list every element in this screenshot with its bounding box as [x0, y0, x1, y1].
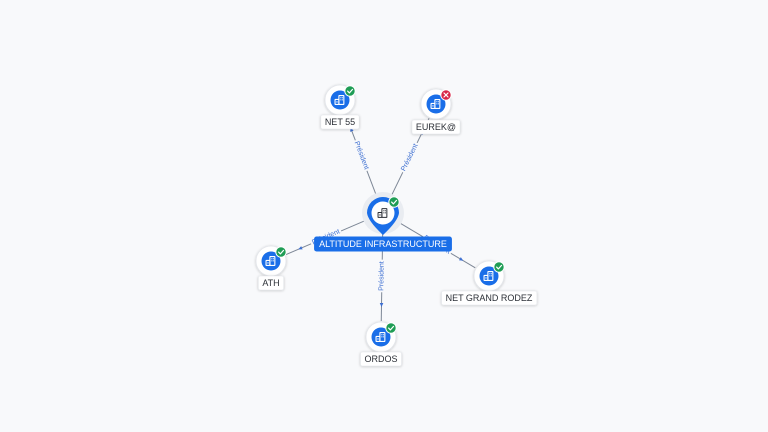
arrow-head-icon — [379, 302, 384, 308]
status-check-badge — [493, 261, 505, 273]
center-label: ALTITUDE INFRASTRUCTURE — [314, 236, 452, 252]
status-check-badge — [344, 85, 356, 97]
node-label-bg — [411, 119, 461, 135]
node-label-bg — [320, 114, 360, 130]
edge-label: Président — [378, 261, 385, 291]
node-label-netgrandrodez: NET GRAND RODEZ — [441, 290, 538, 306]
node-label-ath: ATH — [258, 275, 284, 291]
nodes-layer: NET 55 EUREK@ ATH NET GRAND RODEZ ORDOS ALTIT… — [255, 84, 538, 367]
cross-icon — [443, 92, 449, 98]
arrow-head-icon — [298, 246, 303, 250]
node-netgrandrodez[interactable]: NET GRAND RODEZ — [441, 260, 538, 306]
arrow-head-icon — [458, 257, 464, 261]
center-label-text: ALTITUDE INFRASTRUCTURE — [319, 239, 447, 249]
node-label-bg — [441, 290, 538, 306]
building-icon — [483, 271, 494, 281]
node-label-eurek: EUREK@ — [411, 119, 461, 135]
node-label-text: ATH — [262, 278, 279, 288]
building-icon — [334, 95, 345, 105]
status-check-badge — [385, 322, 397, 334]
node-label-text: NET 55 — [325, 117, 355, 127]
node-net55[interactable]: NET 55 — [320, 84, 360, 130]
node-label-text: NET GRAND RODEZ — [446, 293, 533, 303]
node-ath[interactable]: ATH — [255, 245, 287, 291]
status-cross-badge — [440, 89, 452, 101]
node-label-bg — [258, 275, 284, 291]
status-check-badge — [388, 196, 400, 208]
node-eurek[interactable]: EUREK@ — [411, 88, 461, 135]
edge-label: Président — [400, 143, 419, 173]
edge-label-bg — [399, 141, 421, 174]
edge-label-bg — [351, 138, 371, 173]
node-label-bg — [360, 351, 402, 367]
building-icon — [265, 256, 276, 266]
node-label-text: EUREK@ — [416, 122, 456, 132]
building-icon — [375, 332, 386, 342]
edge-label-bg — [377, 259, 387, 293]
node-label-ordos: ORDOS — [360, 351, 402, 367]
check-icon — [496, 264, 503, 270]
node-ordos[interactable]: ORDOS — [360, 321, 402, 367]
check-icon — [391, 199, 398, 205]
check-icon — [388, 325, 395, 331]
center-pin-inner — [371, 201, 395, 225]
check-icon — [278, 249, 285, 255]
building-icon — [377, 208, 388, 218]
node-label-net55: NET 55 — [320, 114, 360, 130]
status-check-badge — [275, 246, 287, 258]
check-icon — [347, 88, 354, 94]
building-icon — [430, 99, 441, 109]
node-label-text: ORDOS — [364, 354, 397, 364]
center-label-bg — [314, 236, 452, 252]
node-center[interactable]: ALTITUDE INFRASTRUCTURE — [314, 192, 452, 252]
